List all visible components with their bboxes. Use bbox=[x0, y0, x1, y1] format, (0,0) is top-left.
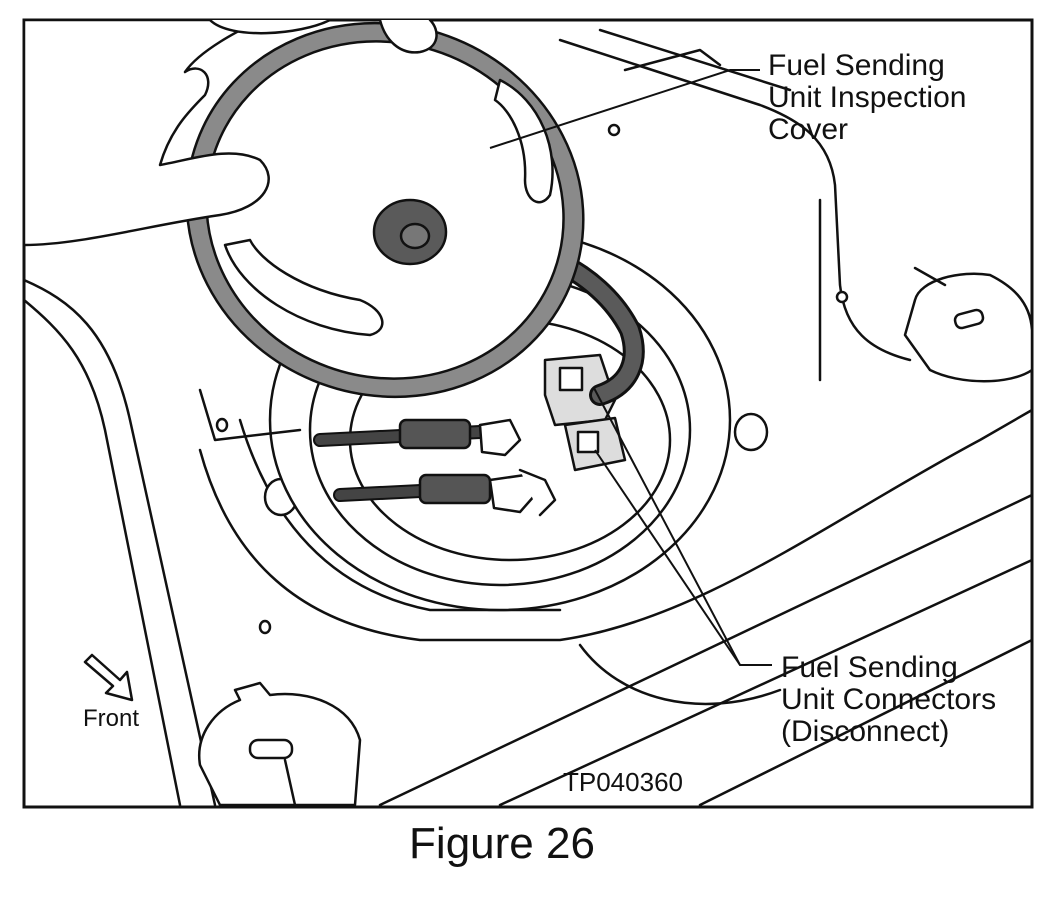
sending-unit-connectors bbox=[543, 353, 627, 472]
callout-line: Fuel Sending bbox=[781, 651, 958, 684]
callout-connectors: Fuel Sending Unit Connectors (Disconnect… bbox=[781, 652, 996, 748]
callout-line: (Disconnect) bbox=[781, 715, 950, 748]
technician-hand bbox=[24, 20, 438, 247]
callout-inspection-cover: Fuel Sending Unit Inspection Cover bbox=[768, 50, 966, 146]
callout-line: Cover bbox=[768, 113, 849, 146]
leader-line-connector-lower bbox=[594, 449, 741, 666]
front-direction-label: Front bbox=[83, 705, 140, 732]
callout-leaders bbox=[489, 69, 772, 666]
callout-line: Unit Connectors bbox=[781, 683, 997, 716]
callout-line: Unit Inspection bbox=[768, 81, 967, 114]
figure-caption: Figure 26 bbox=[409, 819, 595, 868]
callout-line: Fuel Sending bbox=[768, 49, 945, 82]
retaining-clip bbox=[197, 266, 1032, 807]
figure-code: TP040360 bbox=[563, 767, 683, 797]
inspection-cover bbox=[185, 21, 585, 442]
floor-panel bbox=[24, 28, 1032, 807]
front-direction-arrow-icon bbox=[83, 653, 134, 702]
leader-line-cover bbox=[489, 69, 760, 149]
fuel-lines bbox=[313, 418, 557, 517]
